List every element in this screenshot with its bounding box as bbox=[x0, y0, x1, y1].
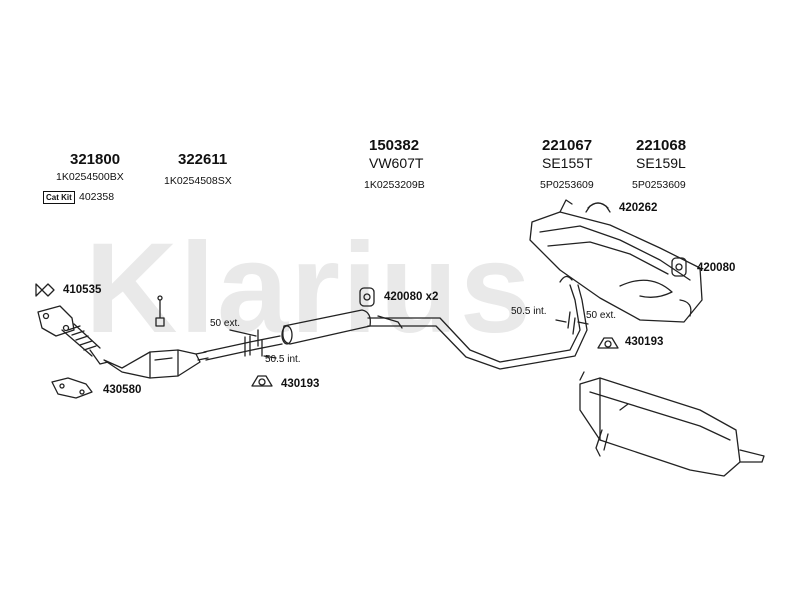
oem-number-221068: 5P0253609 bbox=[632, 179, 686, 191]
dimension-marks-rear bbox=[555, 311, 589, 335]
oem-number-322611: 1K0254508SX bbox=[164, 175, 232, 187]
front-pipe bbox=[203, 335, 283, 361]
oem-number-150382: 1K0253209B bbox=[364, 179, 425, 191]
ref-number-150382: VW607T bbox=[369, 155, 424, 171]
hanger-430193-rear bbox=[597, 337, 619, 349]
flex-pipe bbox=[61, 323, 109, 365]
hanger-410535 bbox=[35, 283, 55, 297]
sensor-port bbox=[155, 295, 165, 327]
ref-number-221067: SE155T bbox=[542, 155, 593, 171]
oem-number-321800: 1K0254500BX bbox=[56, 171, 124, 183]
rear-silencer-upper bbox=[529, 199, 703, 323]
label-410535: 410535 bbox=[63, 284, 102, 296]
catalytic-converter bbox=[103, 349, 209, 379]
cat-kit-number: 402358 bbox=[79, 191, 115, 203]
rubber-420080 bbox=[671, 257, 687, 277]
part-number-221068: 221068 bbox=[636, 137, 687, 154]
part-number-322611: 322611 bbox=[178, 151, 228, 168]
clamp-420262 bbox=[585, 202, 611, 213]
dimension-marks-front bbox=[229, 329, 277, 359]
brand-watermark: Klarius bbox=[85, 217, 533, 360]
dimension-front-int: 50.5 int. bbox=[265, 354, 301, 365]
front-flange bbox=[37, 305, 75, 337]
intermediate-pipe bbox=[367, 275, 588, 370]
hanger-430193-front bbox=[251, 375, 273, 387]
middle-silencer-body bbox=[281, 309, 403, 345]
label-420080: 420080 bbox=[697, 262, 736, 274]
dimension-rear-ext: 50 ext. bbox=[586, 310, 617, 321]
part-number-221067: 221067 bbox=[542, 137, 593, 154]
rubber-420080-x2 bbox=[359, 287, 375, 307]
label-430193-rear: 430193 bbox=[625, 336, 664, 348]
label-430193-front: 430193 bbox=[281, 378, 320, 390]
part-number-150382: 150382 bbox=[369, 137, 420, 154]
part-number-321800: 321800 bbox=[70, 151, 121, 168]
label-420080-x2: 420080 x2 bbox=[384, 291, 439, 303]
cat-kit-badge: Cat Kit bbox=[43, 191, 75, 204]
dimension-rear-int: 50.5 int. bbox=[511, 306, 547, 317]
label-420262: 420262 bbox=[619, 202, 658, 214]
rear-silencer-lower bbox=[579, 371, 765, 477]
gasket-430580 bbox=[51, 377, 93, 399]
dimension-front-ext: 50 ext. bbox=[210, 318, 241, 329]
oem-number-221067: 5P0253609 bbox=[540, 179, 594, 191]
ref-number-221068: SE159L bbox=[636, 155, 686, 171]
label-430580: 430580 bbox=[103, 384, 142, 396]
